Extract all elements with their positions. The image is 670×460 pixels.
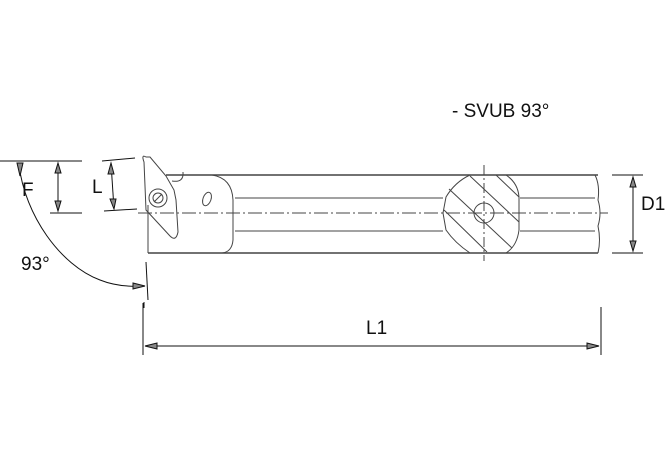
f-label: F [22, 180, 34, 201]
l1-dimension [142, 303, 602, 355]
insert [142, 155, 184, 239]
angle-label: 93° [21, 254, 50, 275]
angle-arc [16, 162, 149, 308]
d1-dimension [612, 174, 643, 254]
f-dimension [0, 160, 82, 214]
d1-label: D1 [641, 194, 665, 215]
l-label: L [92, 177, 103, 198]
l1-label: L1 [366, 318, 387, 339]
tool-type-title: - SVUB 93° [452, 101, 550, 122]
l-dimension [101, 157, 138, 212]
bar-body [147, 174, 601, 254]
